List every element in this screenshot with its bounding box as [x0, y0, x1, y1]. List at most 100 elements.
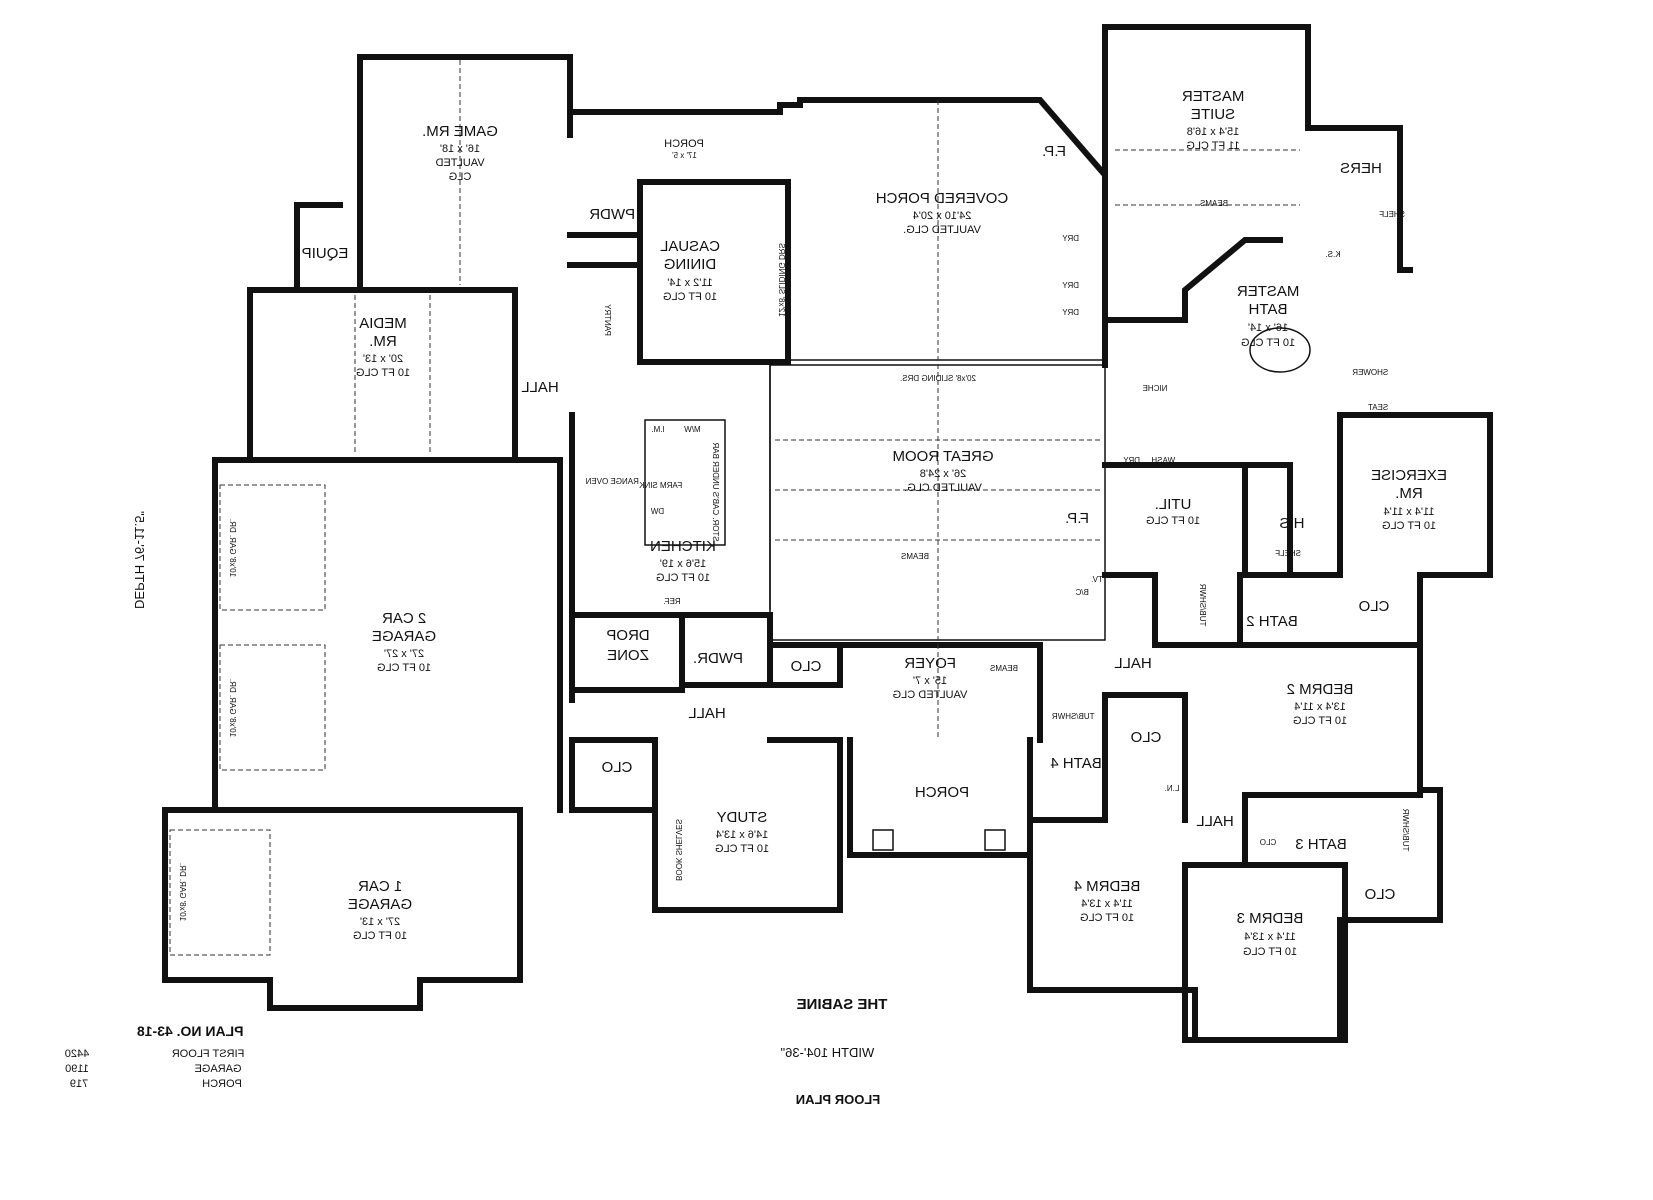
- plan-number: PLAN NO. 43-18: [137, 1023, 244, 1039]
- bedroom-2-label: BEDRM 213'4 x 11'410 FT CLG: [1287, 681, 1354, 727]
- plan-text: KITCHEN: [650, 538, 716, 555]
- plan-text: 10 FT CLG: [1146, 515, 1200, 527]
- plan-text: ZONE: [607, 647, 649, 664]
- kitchen-label: KITCHEN 15'6 x 19' 10 FT CLG: [650, 538, 716, 584]
- plan-text: 2 CAR: [382, 610, 426, 627]
- title-block: THE SABINE WIDTH 104'-36" FLOOR PLAN DEP…: [132, 511, 887, 1107]
- plan-text: HIS: [1279, 515, 1304, 532]
- drop-zone-label: DROP ZONE: [606, 627, 649, 664]
- plan-text: BATH: [1249, 301, 1288, 318]
- plan-text: SHELF: [1275, 549, 1301, 558]
- plan-text: 10 FT CLG: [1241, 337, 1295, 349]
- plan-text: 10 FT CLG: [1080, 912, 1134, 924]
- bedroom-3-label: BEDRM 311'4 x 13'410 FT CLG: [1237, 910, 1304, 958]
- plan-line: [1182, 792, 1248, 868]
- plan-text: BOOK SHELVES: [674, 819, 683, 881]
- plan-text: 10 FT CLG: [663, 291, 717, 303]
- plan-text: STOR. CAB'S UNDER BAR: [711, 442, 720, 541]
- plan-text: FARM SINK: [638, 481, 682, 490]
- plan-line: [644, 419, 726, 546]
- plan-text: L.N.: [1165, 784, 1180, 793]
- plan-text: 10 FT CLG: [1382, 520, 1436, 532]
- plan-depth: DEPTH 76'-11.5": [132, 511, 147, 609]
- plan-line: [294, 202, 343, 293]
- pwdr-top-label: PWDR: [589, 206, 635, 223]
- plan-text: 10'x8' GAR. DR.: [228, 519, 237, 577]
- walls: [162, 24, 1493, 1043]
- plan-text: 15' x 7': [913, 675, 947, 687]
- plan-line: [1242, 462, 1293, 578]
- plan-text: 15'6 x 19': [660, 558, 706, 570]
- plan-text: 10 FT CLG: [377, 662, 431, 674]
- plan-text: TUB/SHWR: [1052, 712, 1095, 721]
- plan-text: 1 CAR: [358, 878, 402, 895]
- plan-text: RM.: [369, 333, 397, 350]
- hall-label-2: HALL: [1114, 655, 1152, 672]
- pantry-label: PANTRY: [603, 303, 612, 335]
- plan-text: DRY: [1123, 456, 1140, 465]
- area-label-first-floor: FIRST FLOOR: [172, 1048, 245, 1060]
- sliding-doors-12-label: 12'x8' SLIDING DRS: [777, 243, 786, 317]
- plan-text: CLO: [1359, 598, 1390, 615]
- plan-text: BEDRM 2: [1287, 681, 1354, 698]
- plan-line: [1249, 327, 1311, 373]
- plan-line: [837, 642, 1043, 743]
- plan-text: 11'4 x 13'4: [1244, 931, 1296, 943]
- plan-text: HERS: [1340, 160, 1382, 177]
- plan-text: DROP: [606, 627, 649, 644]
- plan-line: [847, 737, 1033, 858]
- plan-text: 10 FT CLG: [1243, 946, 1297, 958]
- plan-line: [169, 829, 271, 956]
- plan-text: TV.: [1091, 575, 1103, 584]
- plan-text: B/C: [1075, 588, 1089, 597]
- front-porch-label: PORCH: [915, 784, 969, 801]
- plan-text: M/W: [684, 425, 701, 434]
- plan-text: I.M.: [651, 425, 664, 434]
- foyer-closet-label: CLO: [791, 658, 822, 675]
- plan-text: 10 FT CLG: [656, 572, 710, 584]
- plan-text: TUB/SHWR: [1401, 808, 1410, 851]
- plan-line: [984, 829, 1006, 851]
- plan-line: [357, 54, 573, 293]
- plan-text: REF.: [663, 597, 680, 606]
- plan-text: 10 FT CLG: [1293, 715, 1347, 727]
- plan-text: 17' x 5': [672, 151, 697, 160]
- plan-text: RM.: [1395, 485, 1423, 502]
- plan-line: [872, 829, 894, 851]
- equip-label: EQUIP: [302, 245, 349, 262]
- plan-text: CASUAL: [660, 238, 720, 255]
- plan-text: COVERED PORCH: [876, 190, 1009, 207]
- plan-line: [567, 102, 803, 115]
- hall-label-4: HALL: [1196, 813, 1234, 830]
- plan-text: VAULTED CLG.: [903, 224, 981, 236]
- fp-porch-label: F.P.: [1042, 143, 1066, 160]
- plan-width: WIDTH 104'-36": [780, 1045, 874, 1060]
- plan-text: 11'4 x 11'4: [1384, 506, 1435, 518]
- plan-text: 15'4 x 16'8: [1187, 126, 1240, 138]
- plan-line: [162, 457, 523, 1011]
- plan-line: [219, 644, 326, 771]
- his-closet-label: HIS SHELF: [1275, 515, 1304, 558]
- plan-text: GARAGE: [372, 628, 436, 645]
- plan-text: MEDIA: [359, 315, 407, 332]
- plan-text: 16' x 18': [440, 143, 480, 155]
- plan-text: BATH 2: [1246, 613, 1297, 630]
- plan-text: BEAMS: [901, 552, 929, 561]
- plan-line: [767, 642, 843, 688]
- plan-text: CLG: [449, 171, 472, 183]
